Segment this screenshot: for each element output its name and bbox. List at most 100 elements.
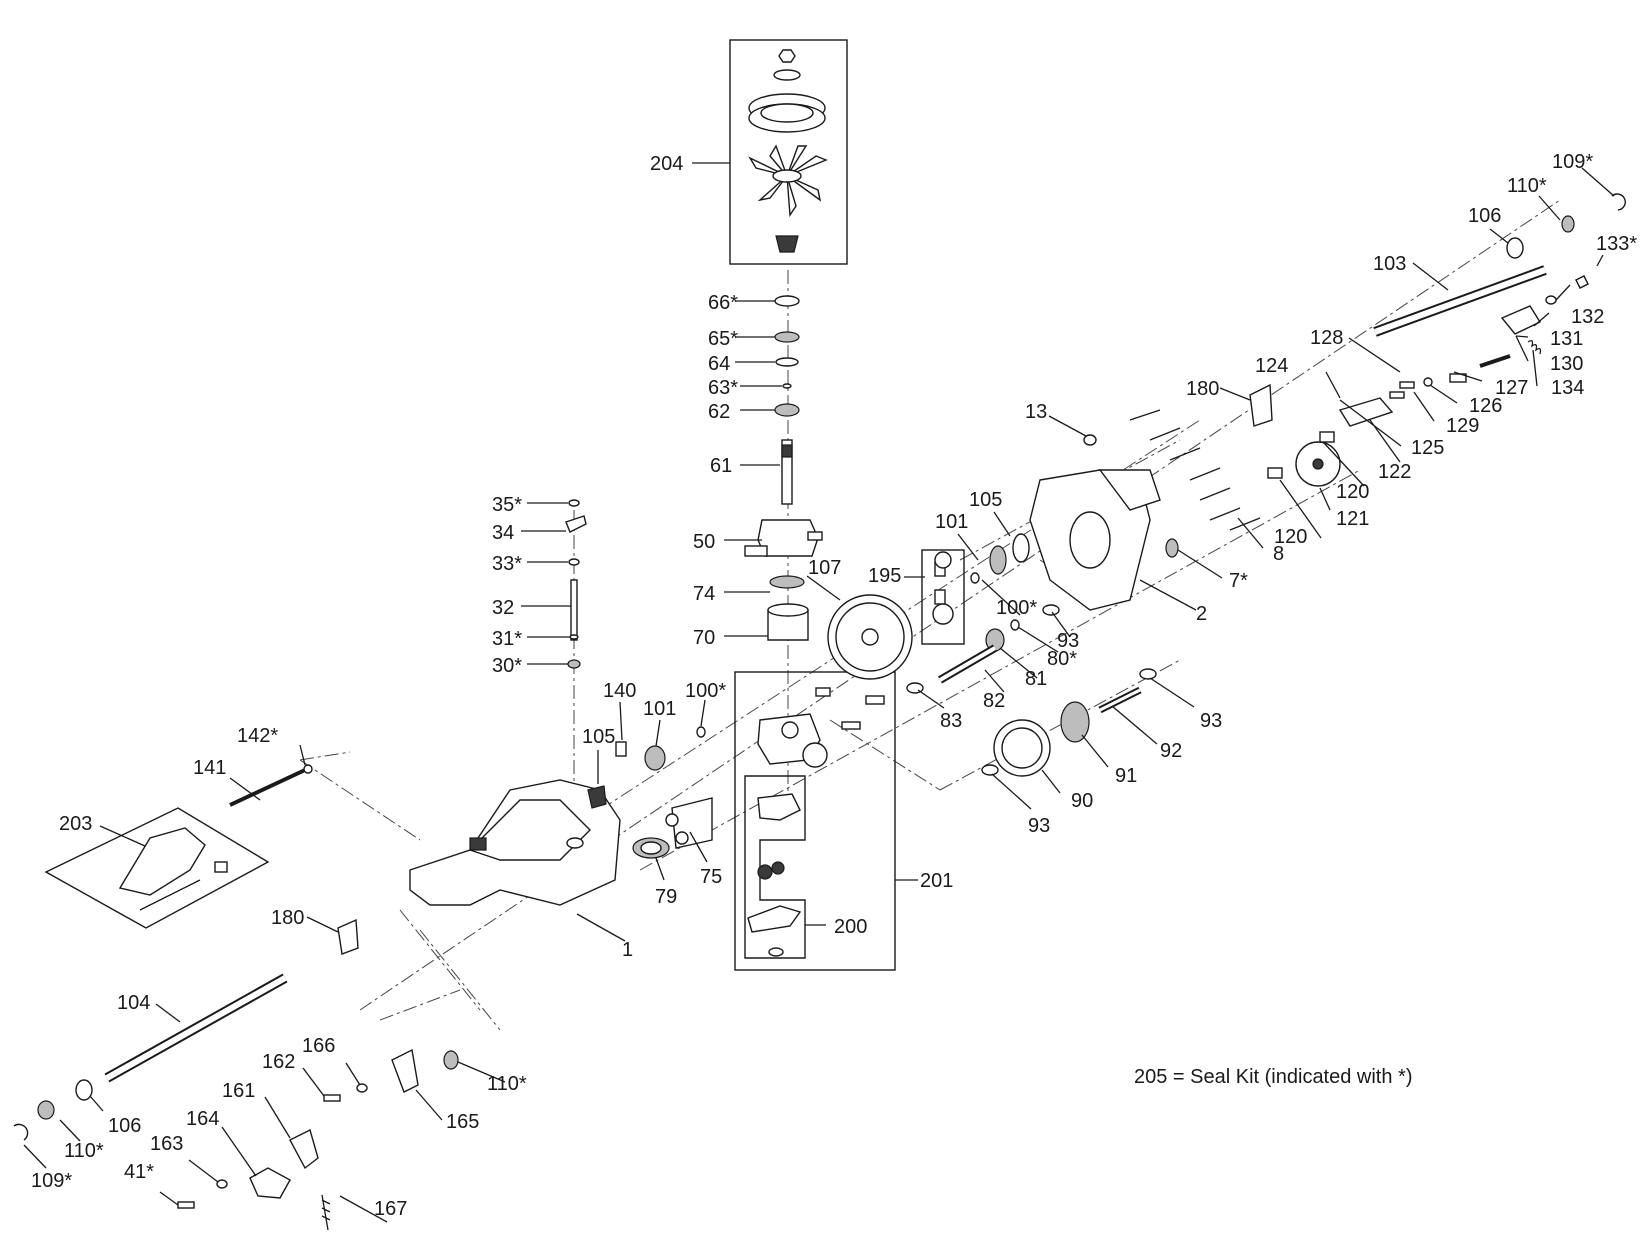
label-8: 8	[1273, 543, 1284, 565]
pulley-fan-assembly	[748, 49, 828, 253]
label-34: 34	[492, 522, 514, 544]
label-93-a: 93	[1057, 630, 1079, 652]
side-housing	[1029, 434, 1179, 611]
label-133: 133*	[1596, 233, 1637, 255]
label-62: 62	[708, 401, 730, 423]
label-103: 103	[1373, 253, 1406, 275]
label-129: 129	[1446, 415, 1479, 437]
label-93-c: 93	[1028, 815, 1050, 837]
label-70: 70	[693, 627, 715, 649]
label-63: 63*	[708, 377, 738, 399]
label-35: 35*	[492, 494, 522, 516]
label-33: 33*	[492, 553, 522, 575]
label-141: 141	[193, 757, 226, 779]
label-101-left: 101	[643, 698, 676, 720]
pump-assembly	[747, 687, 885, 957]
label-2: 2	[1196, 603, 1207, 625]
label-122: 122	[1378, 461, 1411, 483]
label-130: 130	[1550, 353, 1583, 375]
input-shaft-stack	[744, 295, 823, 641]
label-127: 127	[1495, 377, 1528, 399]
label-104: 104	[117, 992, 150, 1014]
label-162: 162	[262, 1051, 295, 1073]
label-120-b: 120	[1336, 481, 1369, 503]
axle-shafts-left	[13, 764, 313, 1141]
upper-right-parts	[1249, 193, 1626, 487]
label-106-left: 106	[108, 1115, 141, 1137]
label-165: 165	[446, 1111, 479, 1133]
seal-kit-note: 205 = Seal Kit (indicated with *)	[1134, 1066, 1413, 1088]
label-93-b: 93	[1200, 710, 1222, 732]
label-109-right: 109*	[1552, 151, 1593, 173]
box-203	[44, 807, 270, 929]
shift-cover	[118, 827, 228, 911]
label-105-left: 105	[582, 726, 615, 748]
control-arm-stack	[565, 499, 587, 669]
label-100-right: 100*	[996, 597, 1037, 619]
label-30: 30*	[492, 655, 522, 677]
label-81: 81	[1025, 668, 1047, 690]
label-200: 200	[834, 916, 867, 938]
label-66: 66*	[708, 292, 738, 314]
label-109-left: 109*	[31, 1170, 72, 1192]
label-132: 132	[1571, 306, 1604, 328]
label-91: 91	[1115, 765, 1137, 787]
main-housing	[409, 779, 621, 906]
label-107: 107	[808, 557, 841, 579]
label-201: 201	[920, 870, 953, 892]
bracket-180-left	[337, 918, 359, 955]
label-92: 92	[1160, 740, 1182, 762]
label-31: 31*	[492, 628, 522, 650]
label-41: 41*	[124, 1161, 154, 1183]
label-64: 64	[708, 353, 730, 375]
label-74: 74	[693, 583, 715, 605]
left-small-parts	[587, 726, 713, 859]
label-13: 13	[1025, 401, 1047, 423]
box-200	[744, 775, 806, 959]
label-166: 166	[302, 1035, 335, 1057]
label-90: 90	[1071, 790, 1093, 812]
label-126: 126	[1469, 395, 1502, 417]
label-121: 121	[1336, 508, 1369, 530]
part-labels: 204 66* 65* 64 63* 62 61 50 74 70 35* 34…	[31, 151, 1637, 1220]
housing-bolts	[1129, 409, 1261, 531]
label-167: 167	[374, 1198, 407, 1220]
assembly-axis-lines	[299, 199, 1561, 1031]
leader-lines	[23, 162, 1615, 1223]
label-142: 142*	[237, 725, 278, 747]
label-79: 79	[655, 886, 677, 908]
label-124: 124	[1255, 355, 1288, 377]
label-83: 83	[940, 710, 962, 732]
label-101-right: 101	[935, 511, 968, 533]
label-75: 75	[700, 866, 722, 888]
label-134: 134	[1551, 377, 1584, 399]
label-100-left: 100*	[685, 680, 726, 702]
label-65: 65*	[708, 328, 738, 350]
label-1: 1	[622, 939, 633, 961]
differential-gears	[827, 533, 1157, 777]
label-106-right: 106	[1468, 205, 1501, 227]
label-110-right: 110*	[1507, 175, 1547, 197]
label-120-a: 120	[1274, 526, 1307, 548]
label-7: 7*	[1229, 570, 1248, 592]
shift-linkage-parts	[177, 1048, 459, 1231]
label-180-left: 180	[271, 907, 304, 929]
label-204: 204	[650, 153, 683, 175]
label-32: 32	[492, 597, 514, 619]
box-195	[921, 549, 965, 645]
label-161: 161	[222, 1080, 255, 1102]
label-125: 125	[1411, 437, 1444, 459]
label-110-left: 110*	[64, 1140, 104, 1162]
label-50: 50	[693, 531, 715, 553]
label-195: 195	[868, 565, 901, 587]
label-163: 163	[150, 1133, 183, 1155]
label-131: 131	[1550, 328, 1583, 350]
label-128: 128	[1310, 327, 1343, 349]
label-180-right: 180	[1186, 378, 1219, 400]
label-140: 140	[603, 680, 636, 702]
label-110-lower: 110*	[487, 1073, 527, 1095]
label-82: 82	[983, 690, 1005, 712]
box-201	[734, 671, 896, 971]
box-204	[729, 39, 848, 265]
